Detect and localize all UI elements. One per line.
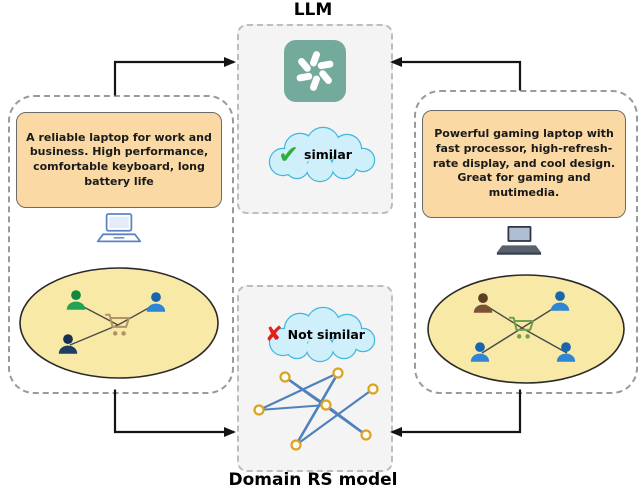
user-icon-blue [547, 288, 573, 318]
arrow-left-to-rs [113, 389, 236, 437]
shopping-cart-icon [507, 314, 537, 346]
cloud-shape [268, 126, 376, 183]
right-item-note: Powerful gaming laptop with fast process… [422, 110, 626, 218]
laptop-outline-svg [96, 213, 142, 243]
check-icon: ✔ [278, 139, 300, 169]
llm-box: ✔ similar [237, 24, 393, 214]
laptop-dark-icon [496, 224, 542, 262]
not-similar-cloud: ✘ Not similar [248, 302, 382, 364]
llm-title: LLM [293, 0, 333, 20]
user-icon-navy [55, 331, 81, 361]
user-icon-blue [467, 339, 493, 369]
rs-box: ✘ Not similar [237, 285, 393, 472]
similar-cloud: ✔ similar [248, 122, 382, 184]
laptop-outline-icon [96, 212, 142, 250]
arrow-right-to-rs [390, 389, 522, 437]
network-graph [253, 367, 379, 451]
user-icon-green [63, 287, 89, 317]
chatgpt-knot [296, 51, 334, 91]
user-icon-blue [553, 339, 579, 369]
arrow-right-to-llm [390, 57, 522, 91]
left-user-graph [14, 266, 224, 380]
arrow-left-to-llm [113, 57, 236, 96]
domain-rs-title: Domain RS model [228, 470, 398, 490]
user-icon-blue [143, 289, 169, 319]
chatgpt-logo [284, 40, 346, 102]
left-item-note: A reliable laptop for work and business.… [16, 112, 222, 208]
laptop-dark-svg [496, 225, 542, 255]
similar-label: similar [304, 146, 352, 162]
user-icon-brown [470, 290, 496, 320]
shopping-cart-icon [103, 311, 133, 343]
right-user-graph [424, 272, 628, 386]
cloud-shape [268, 306, 376, 363]
not-similar-label: Not similar [287, 326, 365, 342]
cross-icon: ✘ [265, 321, 283, 346]
